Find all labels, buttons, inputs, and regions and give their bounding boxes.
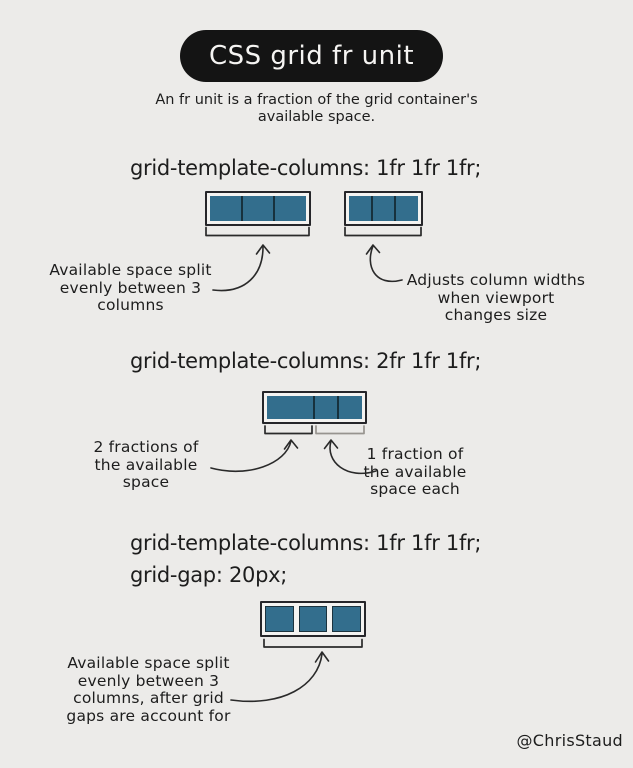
grid-diagram-wide-1fr [205,191,311,226]
page-title: CSS grid fr unit [208,41,415,71]
annotation-adjusts-widths: Adjusts column widths when viewport chan… [406,271,586,324]
bracket-under-gap-grid [263,638,363,648]
annotation-split-after-gaps: Available space split evenly between 3 c… [66,654,231,725]
grid-diagram-narrow-1fr [344,191,423,226]
subtitle-text: An fr unit is a fraction of the grid con… [155,92,478,125]
grid-cell [337,396,362,419]
grid-cell [332,606,362,632]
bracket-under-1fr-columns [315,425,365,435]
grid-cell [240,196,274,221]
grid-cell [394,196,419,221]
grid-cell [267,396,313,419]
code-line-grid-template-2: grid-template-columns: 2fr 1fr 1fr; [130,349,482,373]
grid-cell [370,196,395,221]
grid-cell [298,606,328,632]
grid-cell [312,396,338,419]
annotation-2-fractions: 2 fractions of the available space [93,438,199,491]
grid-cell [273,196,307,221]
grid-cell [210,196,241,221]
code-line-grid-template-1: grid-template-columns: 1fr 1fr 1fr; [130,156,482,180]
code-line-grid-gap: grid-gap: 20px; [130,563,288,587]
grid-diagram-with-gaps [260,601,366,637]
bracket-under-grid-2 [344,226,422,237]
grid-cell [349,196,371,221]
code-line-grid-template-3: grid-template-columns: 1fr 1fr 1fr; [130,531,482,555]
grid-cell [265,606,294,632]
grid-diagram-2fr-1fr-1fr [262,391,367,424]
title-pill: CSS grid fr unit [180,30,443,82]
author-credit: @ChrisStaud [516,731,623,750]
annotation-1-fraction-each: 1 fraction of the available space each [363,445,467,498]
annotation-split-evenly: Available space split evenly between 3 c… [49,261,212,314]
bracket-under-2fr-column [264,425,313,435]
bracket-under-grid-1 [205,226,310,237]
